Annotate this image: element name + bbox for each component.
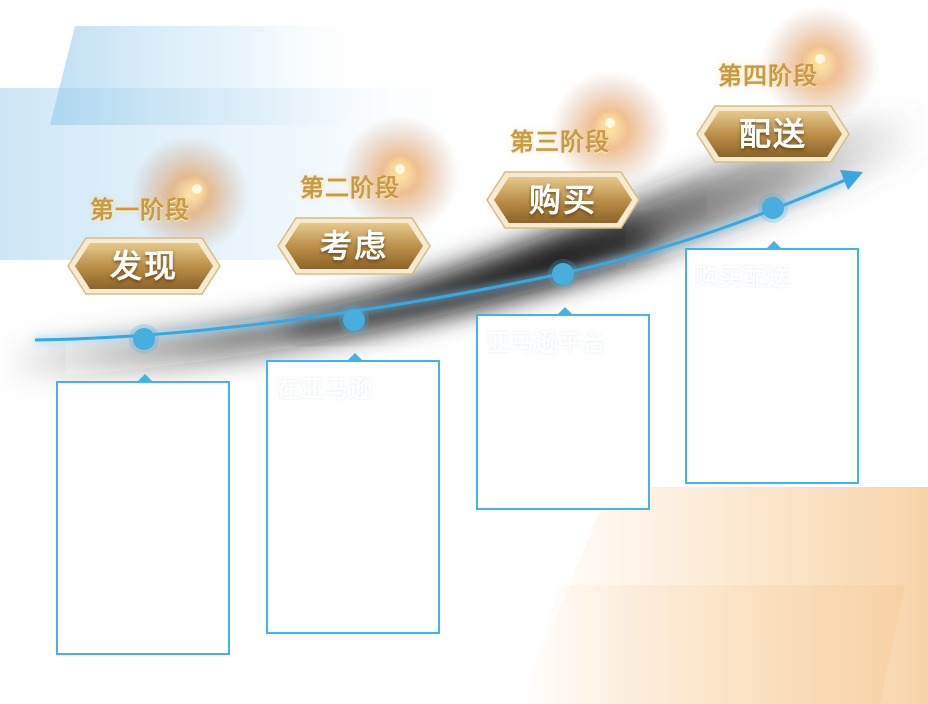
stage-3-card-text: 亚马逊平台 bbox=[486, 329, 606, 357]
sparkle-icon bbox=[192, 184, 202, 194]
stage-2-title: 考虑 bbox=[319, 227, 388, 265]
sparkle-icon bbox=[395, 164, 405, 174]
stage-4-card-text: 购买配送 bbox=[695, 263, 791, 291]
glow-effect bbox=[760, 5, 880, 125]
stage-1-badge: 发现 bbox=[66, 236, 222, 296]
stage-1-label: 第一阶段 bbox=[90, 196, 190, 224]
stage-2-badge: 考虑 bbox=[276, 216, 432, 276]
sparkle-icon bbox=[815, 54, 825, 64]
stage-1-card-text bbox=[66, 395, 222, 433]
stage-3-card: 亚马逊平台 bbox=[476, 307, 650, 510]
glow-effect bbox=[130, 135, 250, 255]
stage-2-card: 在亚马逊 bbox=[266, 353, 440, 634]
sparkle-icon bbox=[605, 118, 615, 128]
stage-2-card-text: 在亚马逊 bbox=[276, 375, 372, 403]
timeline-dot bbox=[133, 328, 155, 350]
card-pointer-icon bbox=[766, 241, 782, 249]
stage-2-label: 第二阶段 bbox=[300, 174, 400, 202]
glow-effect bbox=[340, 115, 460, 235]
stage-1-card bbox=[56, 374, 230, 655]
stage-4-label: 第四阶段 bbox=[718, 62, 818, 90]
badge-hexagon-icon bbox=[486, 171, 640, 229]
card-pointer-icon bbox=[347, 353, 363, 361]
stage-3-badge: 购买 bbox=[485, 170, 641, 230]
badge-hexagon-icon bbox=[67, 237, 221, 295]
stage-3-title: 购买 bbox=[528, 181, 597, 219]
card-pointer-icon bbox=[137, 374, 153, 382]
badge-hexagon-icon bbox=[696, 105, 850, 163]
timeline-dot bbox=[762, 197, 784, 219]
badge-hexagon-icon bbox=[277, 217, 431, 275]
timeline-dot bbox=[552, 263, 574, 285]
stage-1-title: 发现 bbox=[109, 247, 178, 285]
stage-4-card: 购买配送 bbox=[685, 241, 859, 484]
card-pointer-icon bbox=[557, 307, 573, 315]
stage-4-badge: 配送 bbox=[695, 104, 851, 164]
stage-4-title: 配送 bbox=[738, 115, 807, 153]
timeline-dot bbox=[343, 309, 365, 331]
stage-3-label: 第三阶段 bbox=[510, 128, 610, 156]
glow-effect bbox=[550, 70, 670, 190]
